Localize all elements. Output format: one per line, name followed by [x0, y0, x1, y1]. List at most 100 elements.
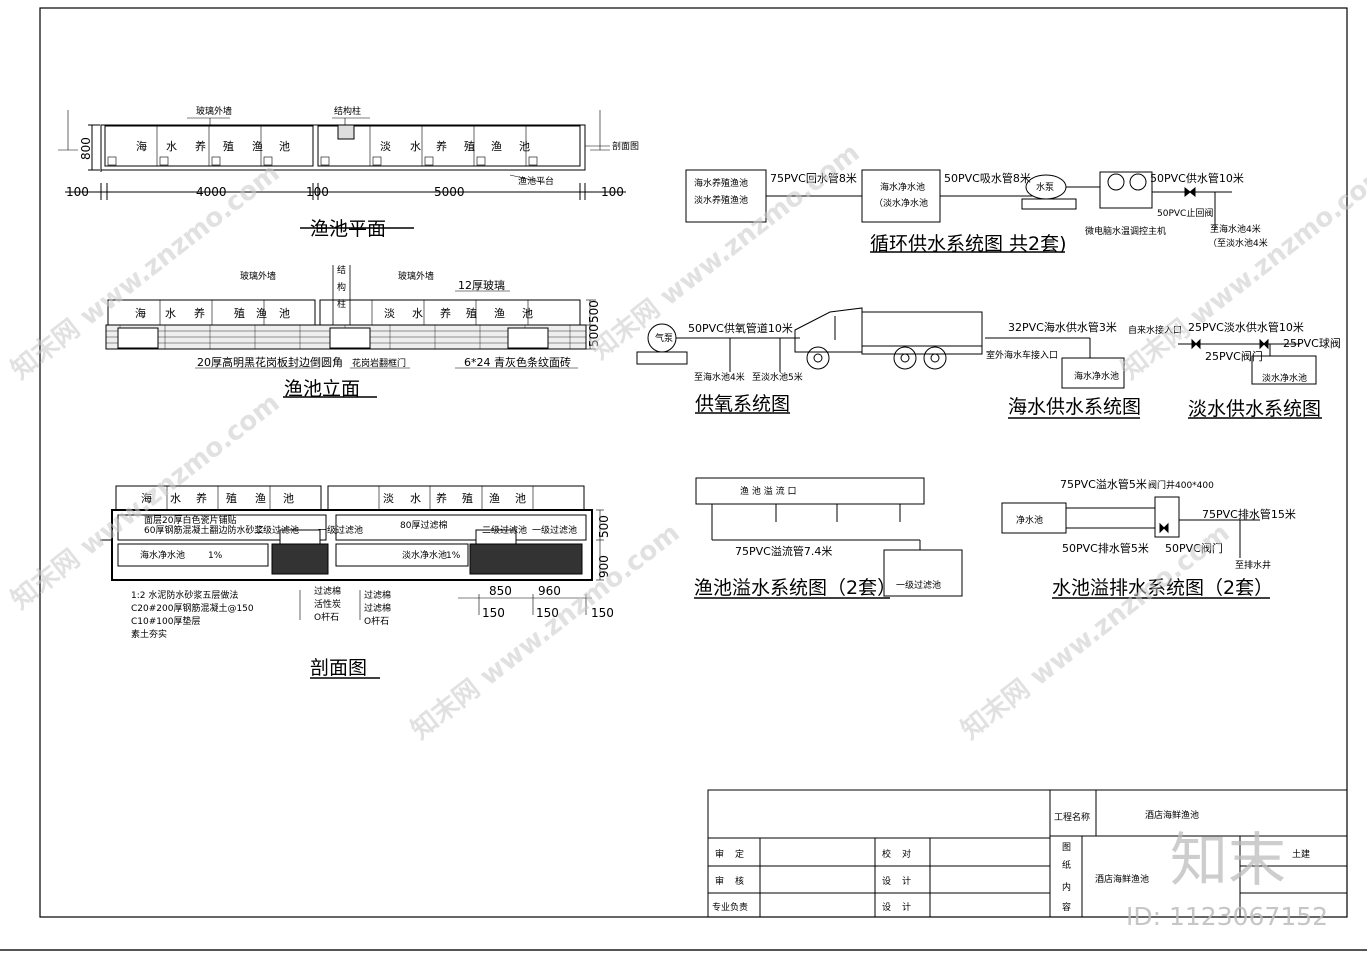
drain-valve: 50PVC阀门: [1165, 541, 1223, 555]
title-block: [707, 789, 1348, 918]
truck-icon: [794, 307, 983, 370]
circ-pipe2: 50PVC吸水管8米: [944, 171, 1031, 185]
svg-text:计: 计: [902, 875, 911, 887]
svg-text:900: 900: [597, 555, 611, 578]
svg-text:150: 150: [536, 606, 559, 620]
svg-text:定: 定: [735, 848, 744, 860]
svg-text:O杆石: O杆石: [364, 615, 389, 627]
svg-text:1%: 1%: [446, 551, 461, 561]
column-mark: [337, 124, 355, 140]
svg-text:渔: 渔: [491, 140, 502, 153]
elevation-view: [105, 265, 596, 398]
oxygen-text: 气泵 50PVC供氧管道10米 至海水池4米 至淡水池5米 供氧系统图: [655, 321, 803, 415]
svg-text:淡: 淡: [380, 140, 391, 153]
sea-inlet: 室外海水车接入口: [986, 349, 1058, 361]
svg-text:水: 水: [410, 492, 421, 505]
drain-pipe1: 75PVC溢水管5米: [1060, 477, 1147, 491]
circ-title: 循环供水系统图 共2套): [870, 233, 1067, 255]
svg-text:水: 水: [170, 492, 181, 505]
freshwater-system: [1178, 338, 1322, 419]
svg-text:渔: 渔: [256, 307, 267, 320]
svg-text:过滤棉: 过滤棉: [364, 602, 391, 614]
svg-text:容: 容: [1062, 901, 1071, 913]
svg-text:池: 池: [279, 307, 290, 320]
overflow-system: [694, 477, 963, 599]
svg-text:设: 设: [882, 876, 891, 887]
svg-text:过滤棉: 过滤棉: [364, 589, 391, 601]
svg-text:二级过滤池: 二级过滤池: [482, 524, 527, 536]
drain-title: 水池溢排水系统图（2套）: [1052, 577, 1273, 599]
svg-text:海水净水池: 海水净水池: [1074, 370, 1119, 382]
svg-text:净水池: 净水池: [1016, 514, 1043, 526]
sea-pipe: 32PVC海水供水管3米: [1008, 320, 1117, 334]
svg-text:知末网 www.znzmo.com: 知末网 www.znzmo.com: [6, 388, 286, 616]
svg-text:图: 图: [1062, 842, 1071, 853]
svg-text:结: 结: [337, 264, 346, 276]
svg-text:60厚钢筋混凝土翻边防水砂浆: 60厚钢筋混凝土翻边防水砂浆: [144, 524, 263, 536]
section-text: 海 水 养 殖 渔 池 淡 水 养 殖 渔 池 面层20厚白色瓷片铺贴 60厚钢…: [131, 491, 614, 679]
plan-platform: 渔池平台: [518, 175, 554, 187]
fresh-pipe: 25PVC淡水供水管10米: [1188, 320, 1304, 334]
svg-text:一级过滤池: 一级过滤池: [896, 579, 941, 591]
svg-text:淡: 淡: [383, 492, 394, 505]
overflow-box: 渔 池 溢 流 口: [740, 485, 796, 497]
svg-text:至排水井: 至排水井: [1235, 559, 1271, 571]
svg-text:养: 养: [194, 306, 205, 320]
svg-text:池: 池: [283, 492, 294, 505]
overflow-title: 渔池溢水系统图（2套）: [694, 577, 896, 599]
watermark-id: ID: 1123067152: [1126, 902, 1328, 931]
svg-text:养: 养: [440, 306, 451, 320]
drain-system: [1001, 496, 1270, 599]
svg-text:一级过滤池: 一级过滤池: [318, 524, 363, 536]
section-title: 剖面图: [310, 657, 367, 679]
circ-pipe1: 75PVC回水管8米: [770, 171, 857, 185]
svg-text:海水净水池: 海水净水池: [140, 549, 185, 561]
overflow-pipe: 75PVC溢流管7.4米: [735, 544, 832, 558]
svg-text:（淡水净水池: （淡水净水池: [874, 197, 928, 209]
svg-text:一级过滤池: 一级过滤池: [532, 524, 577, 536]
svg-text:计: 计: [902, 901, 911, 913]
elevation-note-right: 6*24 青灰色条纹面砖: [464, 355, 571, 369]
svg-text:渔: 渔: [255, 492, 266, 505]
watermark-logo: 知末: [1170, 826, 1286, 894]
svg-text:O杆石: O杆石: [314, 611, 339, 623]
seawater-system: [985, 337, 1140, 419]
svg-text:对: 对: [902, 848, 911, 860]
svg-text:（至淡水池4米: （至淡水池4米: [1208, 237, 1268, 249]
svg-text:渔: 渔: [494, 307, 505, 320]
svg-text:5000: 5000: [434, 185, 465, 199]
circulation-text: 海水养殖渔池 淡水养殖渔池 75PVC回水管8米 海水净水池 （淡水净水池 50…: [694, 171, 1268, 255]
svg-text:至海水池4米: 至海水池4米: [1210, 223, 1261, 235]
drawing-frame: [39, 7, 1348, 918]
plan-column: 结构柱: [334, 105, 361, 117]
svg-text:淡水净水池: 淡水净水池: [1262, 372, 1307, 384]
svg-text:池: 池: [279, 140, 290, 153]
svg-text:玻璃外墙: 玻璃外墙: [398, 270, 434, 282]
svg-text:500: 500: [587, 324, 601, 347]
svg-text:审: 审: [715, 848, 724, 860]
fresh-valve2: 25PVC球阀: [1283, 336, 1341, 350]
svg-text:殖: 殖: [226, 492, 237, 505]
svg-text:素土夯实: 素土夯实: [131, 628, 167, 640]
svg-text:渔: 渔: [252, 140, 263, 153]
svg-text:殖: 殖: [462, 492, 473, 505]
elevation-note-left: 20厚高明黑花岗板封边倒圆角: [197, 355, 343, 369]
svg-text:柱: 柱: [337, 298, 346, 310]
svg-text:殖: 殖: [464, 140, 475, 153]
svg-text:专业负责: 专业负责: [712, 901, 748, 913]
svg-text:养: 养: [196, 491, 207, 505]
svg-text:100: 100: [601, 185, 624, 199]
svg-text:500: 500: [597, 515, 611, 538]
overflow-text: 渔 池 溢 流 口 75PVC溢流管7.4米 一级过滤池 渔池溢水系统图（2套）: [694, 485, 941, 599]
svg-text:水: 水: [412, 307, 423, 320]
svg-text:C10#100厚垫层: C10#100厚垫层: [131, 615, 200, 627]
svg-text:C20#200厚钢筋混凝土@150: C20#200厚钢筋混凝土@150: [131, 602, 254, 614]
svg-text:海: 海: [141, 491, 152, 505]
drain-text: 75PVC溢水管5米 阀门井400*400 75PVC排水管15米 净水池 50…: [1016, 477, 1296, 599]
seawater-title: 海水供水系统图: [1008, 396, 1141, 418]
svg-text:二级过滤池: 二级过滤池: [254, 524, 299, 536]
svg-text:渔: 渔: [489, 492, 500, 505]
svg-text:构: 构: [337, 281, 346, 293]
svg-text:水: 水: [410, 140, 421, 153]
svg-text:工程名称: 工程名称: [1054, 811, 1090, 823]
